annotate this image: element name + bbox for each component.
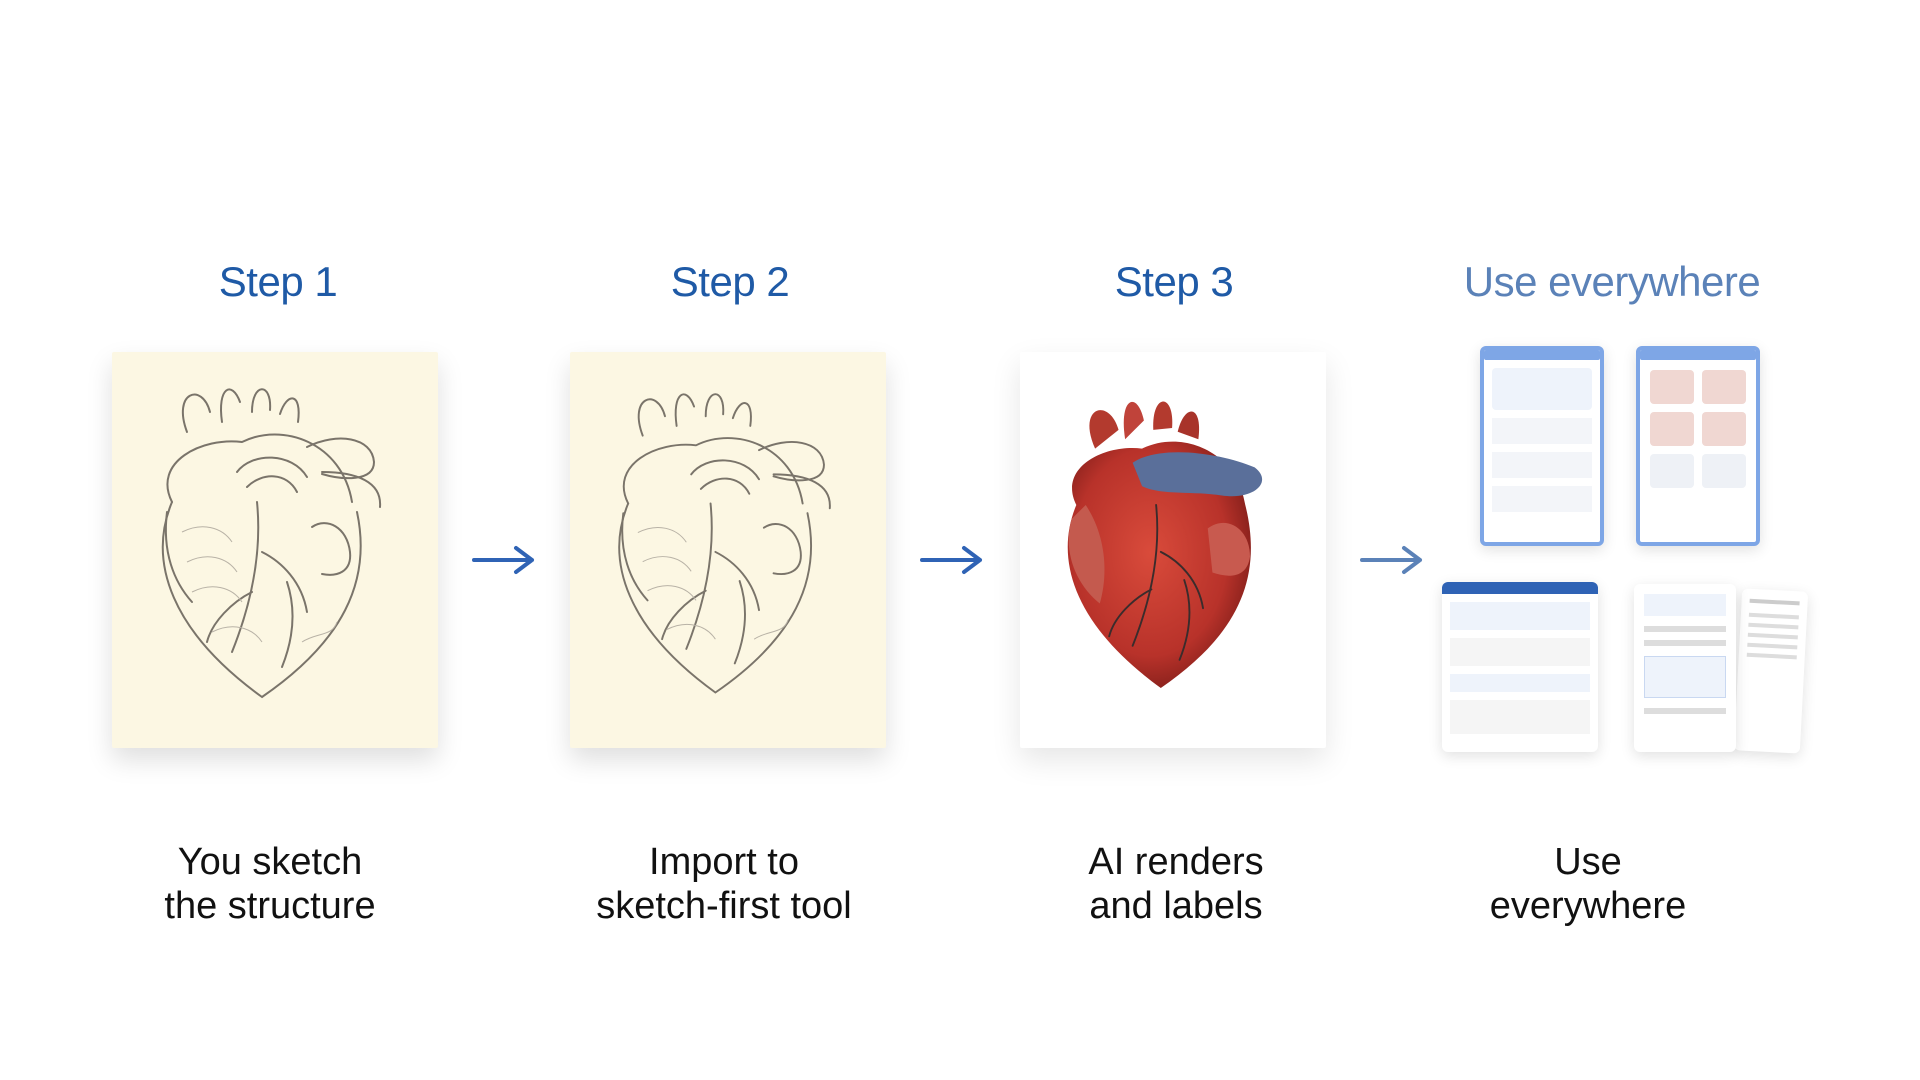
app-mockup-thumbnail: [1634, 584, 1736, 752]
heart-color-illustration: [1067, 401, 1263, 688]
app-mockup-thumbnail: [1442, 582, 1598, 752]
step-3-caption-line-1: AI renders: [1088, 841, 1264, 883]
right-arrow-icon: [920, 546, 982, 574]
app-mockup-thumbnail: [1636, 346, 1760, 546]
heart-sketch-illustration: [618, 393, 831, 694]
document-mockup-thumbnail: [1733, 588, 1809, 754]
step-3-title: Step 3: [1114, 258, 1234, 305]
step-1-title: Step 1: [218, 258, 338, 305]
right-arrow-icon: [472, 546, 534, 574]
use-everywhere-caption: Use everywhere: [1308, 840, 1868, 928]
use-everywhere-caption-line-1: Use: [1554, 841, 1622, 883]
sketch-card-step-1: [112, 352, 438, 748]
app-mockup-thumbnail: [1480, 346, 1604, 546]
step-2-caption-line-2: sketch-first tool: [596, 885, 852, 927]
step-2-caption: Import to sketch-first tool: [444, 840, 1004, 928]
rendered-card-step-3: [1020, 352, 1326, 748]
heart-sketch-illustration: [161, 388, 382, 699]
right-arrow-icon: [1360, 546, 1422, 574]
step-1-caption-line-1: You sketch: [177, 841, 363, 883]
step-2-title: Step 2: [670, 258, 790, 305]
sketch-card-step-2: [570, 352, 886, 748]
use-everywhere-title: Use everywhere: [1463, 258, 1761, 305]
step-1-caption-line-2: the structure: [164, 885, 376, 927]
step-1-caption: You sketch the structure: [0, 840, 550, 928]
step-3-caption-line-2: and labels: [1089, 885, 1263, 927]
use-everywhere-caption-line-2: everywhere: [1489, 885, 1687, 927]
step-3-caption: AI renders and labels: [896, 840, 1456, 928]
step-2-caption-line-1: Import to: [649, 841, 799, 883]
